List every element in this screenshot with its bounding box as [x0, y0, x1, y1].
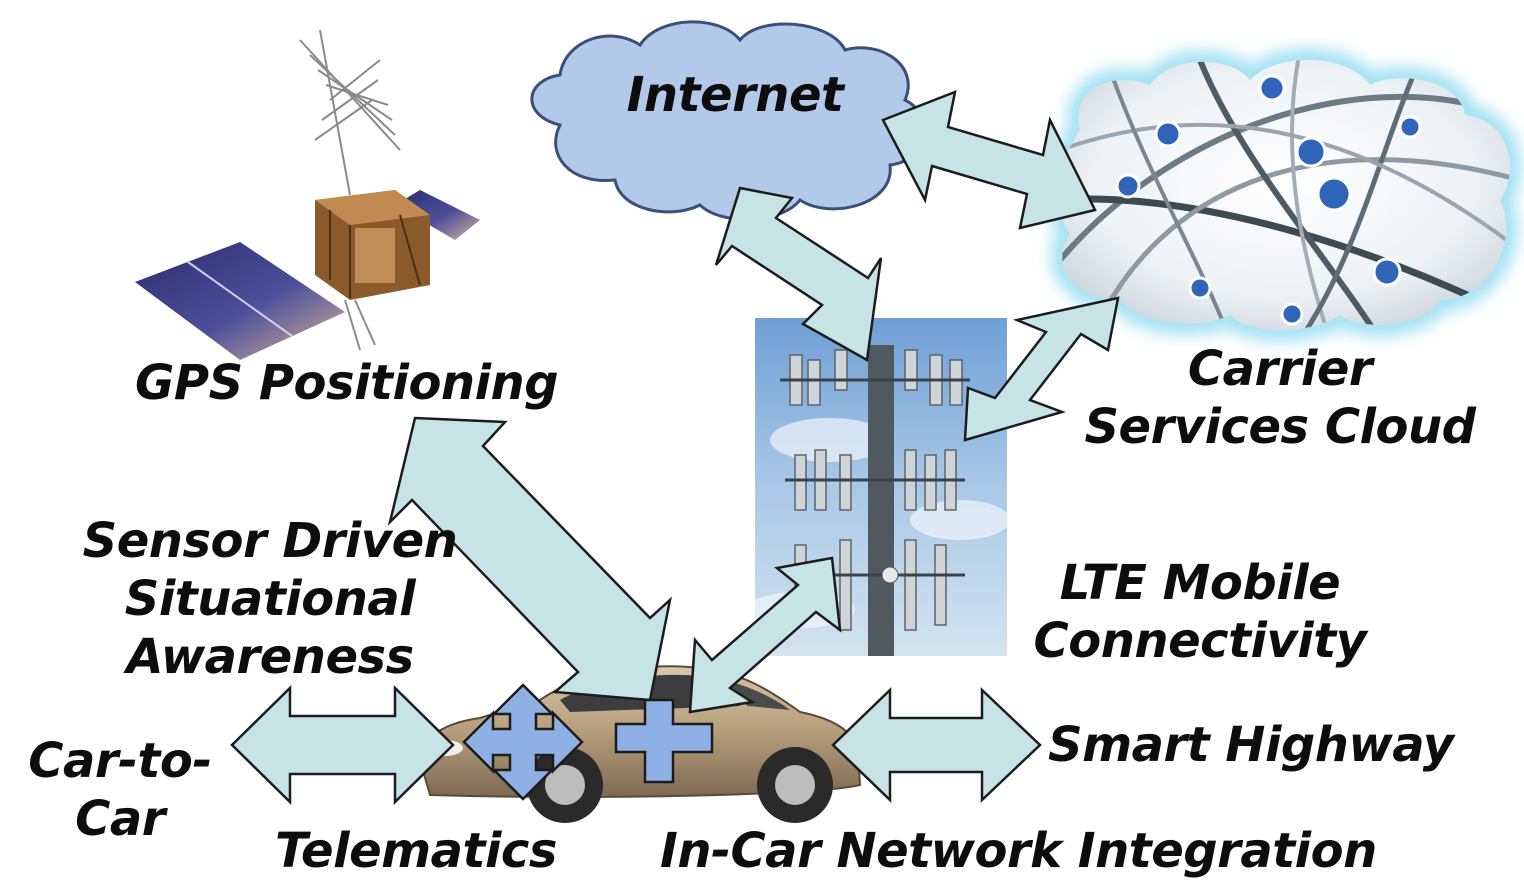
- smart-highway-label: Smart Highway: [1048, 717, 1454, 773]
- carrier-services-cloud-label-line1: Carrier: [1187, 341, 1373, 397]
- smart-highway-arrow: [831, 687, 1042, 803]
- carrier-tower-arrow: [963, 296, 1120, 442]
- car-to-car-label-line1: Car-to-: [28, 733, 212, 789]
- car-to-car-arrow: [230, 685, 455, 805]
- tower-car-arrow: [688, 556, 842, 714]
- internet-label: Internet: [626, 67, 844, 123]
- gps-positioning-label: GPS Positioning: [135, 355, 559, 411]
- sensor-driven-label-line1: Sensor Driven: [82, 513, 458, 569]
- internet-cloud-icon: [530, 20, 926, 221]
- carrier-services-cloud-label-line2: Services Cloud: [1084, 399, 1476, 455]
- lte-mobile-label-line1: LTE Mobile: [1059, 555, 1341, 611]
- internet-tower-arrow: [714, 186, 883, 362]
- gps-satellite-icon: [135, 29, 480, 360]
- internet-carrier-arrow: [881, 90, 1097, 230]
- lte-mobile-label-line2: Connectivity: [1033, 613, 1367, 669]
- sensor-driven-label-line3: Awareness: [126, 629, 414, 685]
- sensor-driven-label-line2: Situational: [124, 571, 416, 627]
- in-car-network-cross-icon: [614, 698, 714, 784]
- telematics-hub-cross-icon: [462, 683, 584, 801]
- in-car-network-label: In-Car Network Integration: [660, 823, 1377, 879]
- telematics-label: Telematics: [275, 823, 557, 879]
- car-to-car-label-line2: Car: [75, 791, 165, 847]
- carrier-services-cloud-icon: [1048, 48, 1521, 341]
